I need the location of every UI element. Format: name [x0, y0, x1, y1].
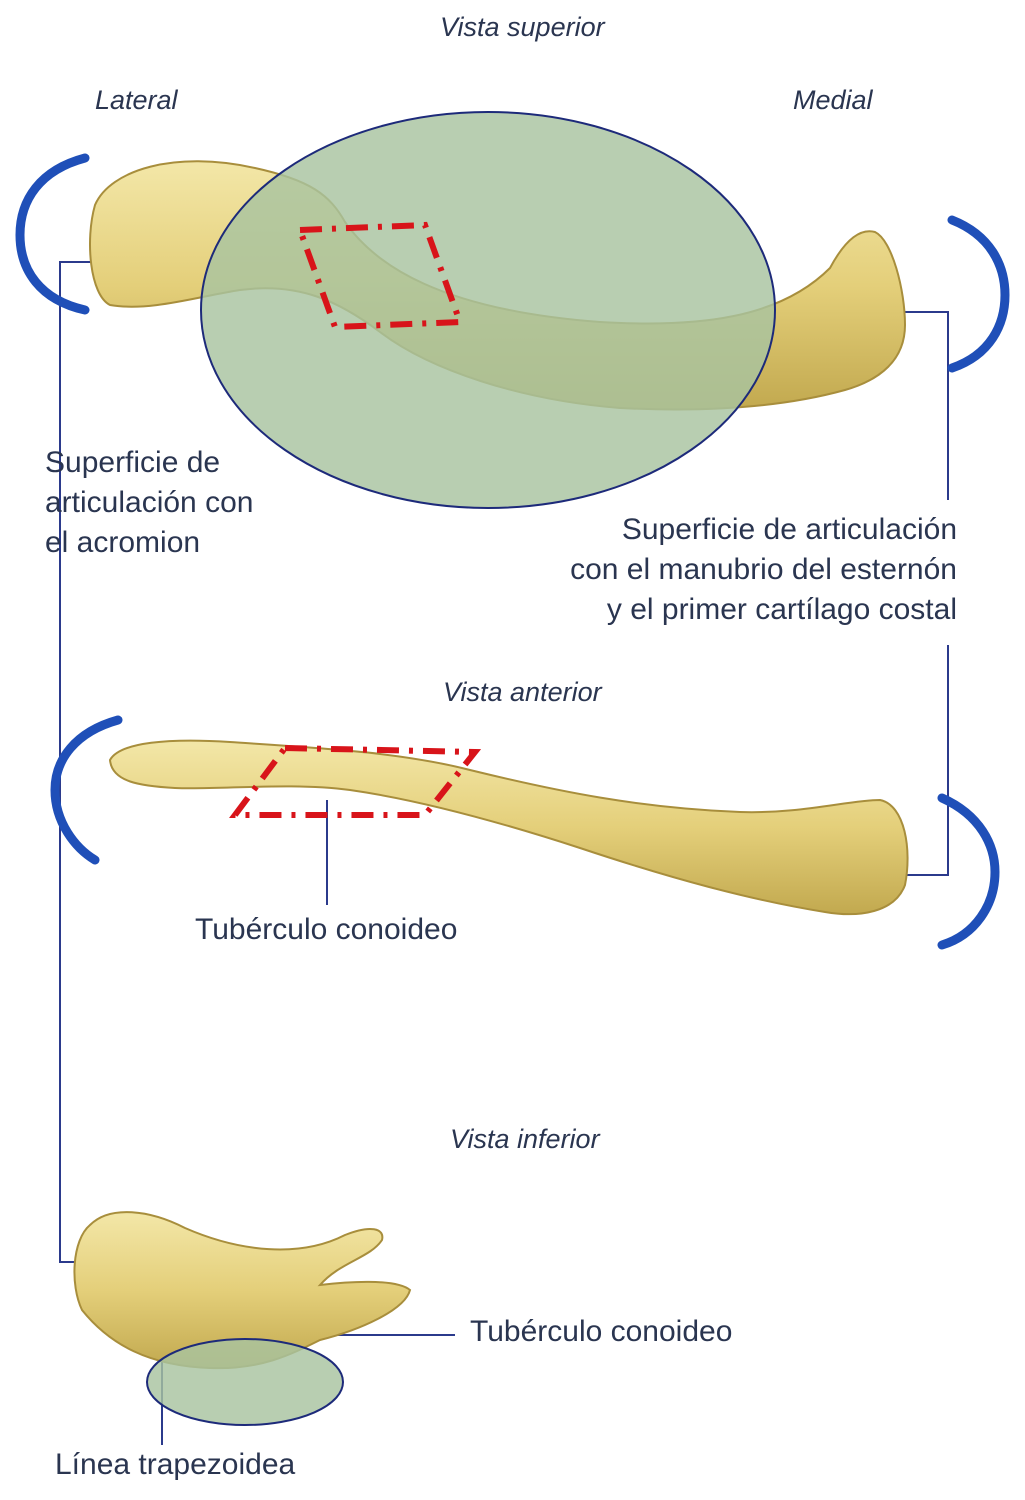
view-title-superior: Vista superior — [440, 12, 605, 42]
sternum-label-line-1: Superficie de articulación — [621, 513, 957, 546]
highlight-ellipse-superior — [200, 111, 776, 509]
clavicle-inferior-view — [73, 1211, 412, 1426]
bracket-medial-anterior — [937, 793, 1000, 950]
clavicle-anterior-view — [108, 739, 909, 916]
acromion-label-line-2: articulación con — [45, 486, 254, 519]
conoid-tubercle-label-anterior: Tubérculo conoideo — [195, 913, 458, 946]
acromion-label-line-3: el acromion — [45, 526, 201, 559]
clavicle-superior-view — [89, 111, 907, 509]
conoid-tubercle-label-inferior: Tubérculo conoideo — [470, 1315, 733, 1348]
bracket-lateral-superior — [15, 153, 90, 315]
side-label-medial: Medial — [793, 85, 873, 115]
sternum-surface-label: Superficie de articulación con el manubr… — [570, 510, 957, 630]
trapezoid-line-label: Línea trapezoidea — [55, 1448, 296, 1481]
highlight-ellipse-inferior — [146, 1338, 344, 1426]
side-label-lateral: Lateral — [95, 85, 178, 115]
sternum-label-line-2: con el manubrio del esternón — [570, 553, 957, 586]
articulation-brackets — [15, 153, 1010, 950]
bracket-medial-superior — [947, 215, 1010, 373]
acromion-label-line-1: Superficie de — [45, 446, 221, 479]
sternum-leader-line — [895, 311, 949, 876]
dashed-box-superior — [295, 221, 465, 331]
view-title-anterior: Vista anterior — [443, 677, 602, 707]
dashed-box-anterior — [229, 744, 482, 818]
view-title-inferior: Vista inferior — [450, 1124, 600, 1154]
bone-anterior — [108, 739, 909, 916]
sternum-label-line-3: y el primer cartílago costal — [606, 593, 957, 626]
bracket-lateral-anterior — [50, 715, 123, 865]
bone-inferior — [73, 1211, 412, 1370]
acromion-surface-label: Superficie de articulación con el acromi… — [45, 443, 253, 563]
